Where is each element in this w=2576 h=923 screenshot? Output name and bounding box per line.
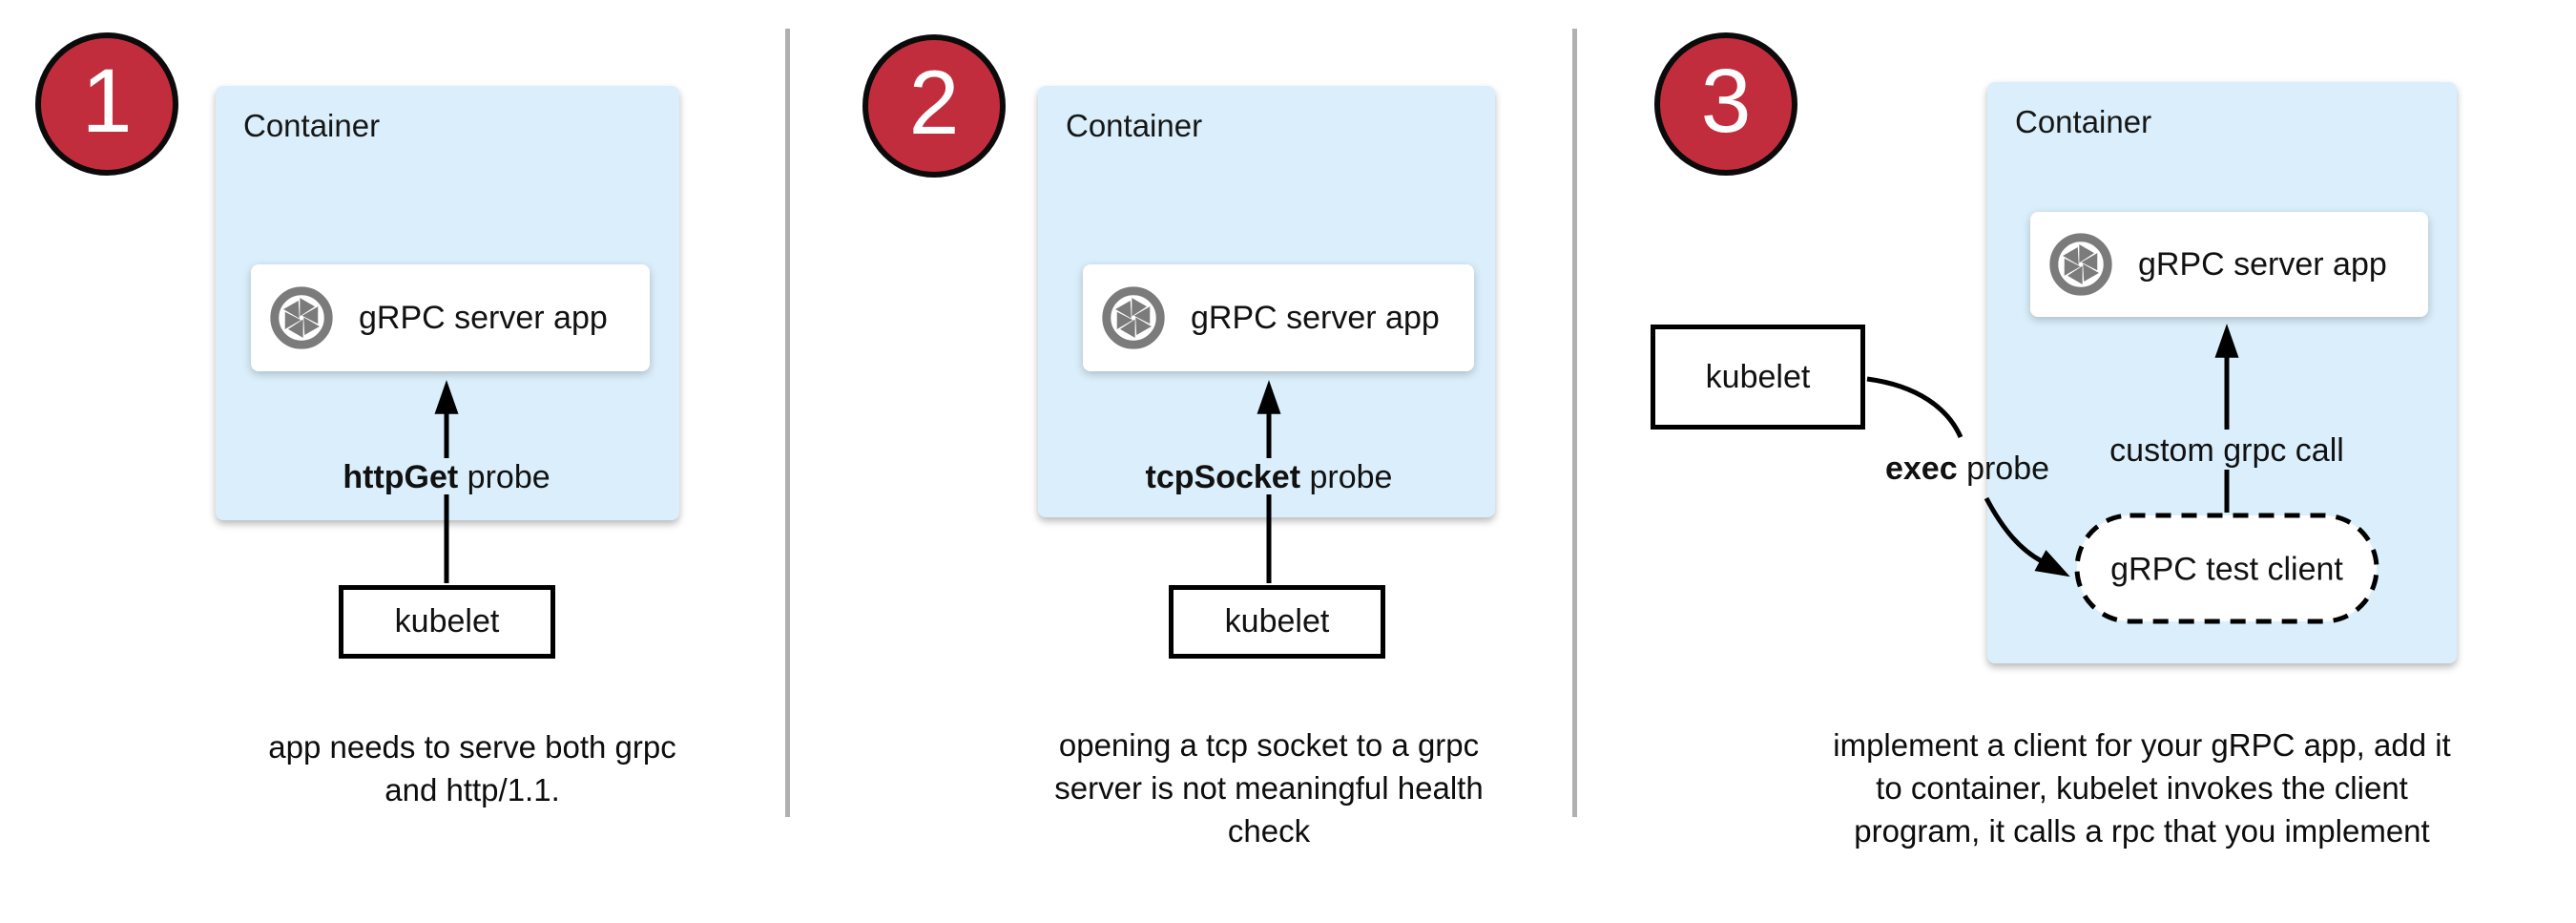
caption-3: implement a client for your gRPC app, ad… [1798, 724, 2485, 852]
kubelet-box-3: kubelet [1651, 325, 1865, 430]
container-label-1: Container [243, 108, 381, 143]
exec-probe-label: exec probe [1885, 451, 2049, 486]
aperture-icon [270, 286, 333, 349]
probe-kind: tcpSocket [1145, 459, 1301, 495]
grpc-server-app-box-2: gRPC server app [1083, 264, 1474, 371]
step-badge-2: 2 [862, 34, 1006, 178]
kubelet-label: kubelet [394, 603, 500, 640]
caption-2: opening a tcp socket to a grpc server is… [983, 724, 1555, 852]
probe-word: probe [1300, 459, 1393, 495]
tcpsocket-probe-label: tcpSocket probe [1146, 460, 1393, 494]
caption-1: app needs to serve both grpc and http/1.… [205, 725, 739, 811]
caption-line: to container, kubelet invokes the client [1876, 770, 2408, 806]
httpget-probe-label: httpGet probe [343, 460, 550, 494]
container-label-2: Container [1066, 108, 1203, 143]
step-badge-1: 1 [35, 32, 178, 176]
grpc-test-client-label: gRPC test client [2110, 551, 2343, 588]
aperture-icon [2049, 233, 2112, 296]
step-number: 1 [81, 50, 133, 152]
probe-word: probe [458, 459, 551, 495]
caption-line: app needs to serve both grpc [268, 729, 676, 765]
exec-probe-curve [1866, 376, 1963, 439]
caption-line: implement a client for your gRPC app, ad… [1833, 727, 2451, 763]
probe-word: probe [1957, 451, 2050, 487]
step-badge-3: 3 [1654, 32, 1797, 176]
kubelet-label: kubelet [1705, 358, 1811, 395]
caption-line: program, it calls a rpc that you impleme… [1854, 813, 2430, 849]
grpc-server-app-box-3: gRPC server app [2030, 212, 2428, 317]
grpc-server-app-box-1: gRPC server app [251, 264, 650, 371]
aperture-icon [1102, 286, 1165, 349]
kubelet-label: kubelet [1224, 603, 1330, 640]
grpc-test-client-shape [2074, 513, 2379, 624]
grpc-server-app-label: gRPC server app [1191, 299, 1440, 336]
step-number: 3 [1700, 50, 1752, 152]
grpc-server-app-label: gRPC server app [359, 299, 608, 336]
step-number: 2 [908, 52, 960, 154]
grpc-server-app-label: gRPC server app [2138, 245, 2387, 283]
custom-grpc-call-label: custom grpc call [2109, 432, 2344, 469]
container-label-3: Container [2015, 104, 2152, 139]
probe-kind: httpGet [343, 459, 459, 495]
exec-probe-curve-arrow [1984, 496, 2070, 577]
caption-line: server is not meaningful health [1054, 770, 1484, 806]
kubelet-box-2: kubelet [1169, 585, 1385, 659]
probe-kind: exec [1884, 451, 1958, 487]
kubelet-box-1: kubelet [339, 585, 555, 659]
caption-line: and http/1.1. [384, 772, 560, 808]
caption-line: opening a tcp socket to a grpc [1058, 727, 1480, 763]
caption-line: check [1227, 813, 1311, 849]
